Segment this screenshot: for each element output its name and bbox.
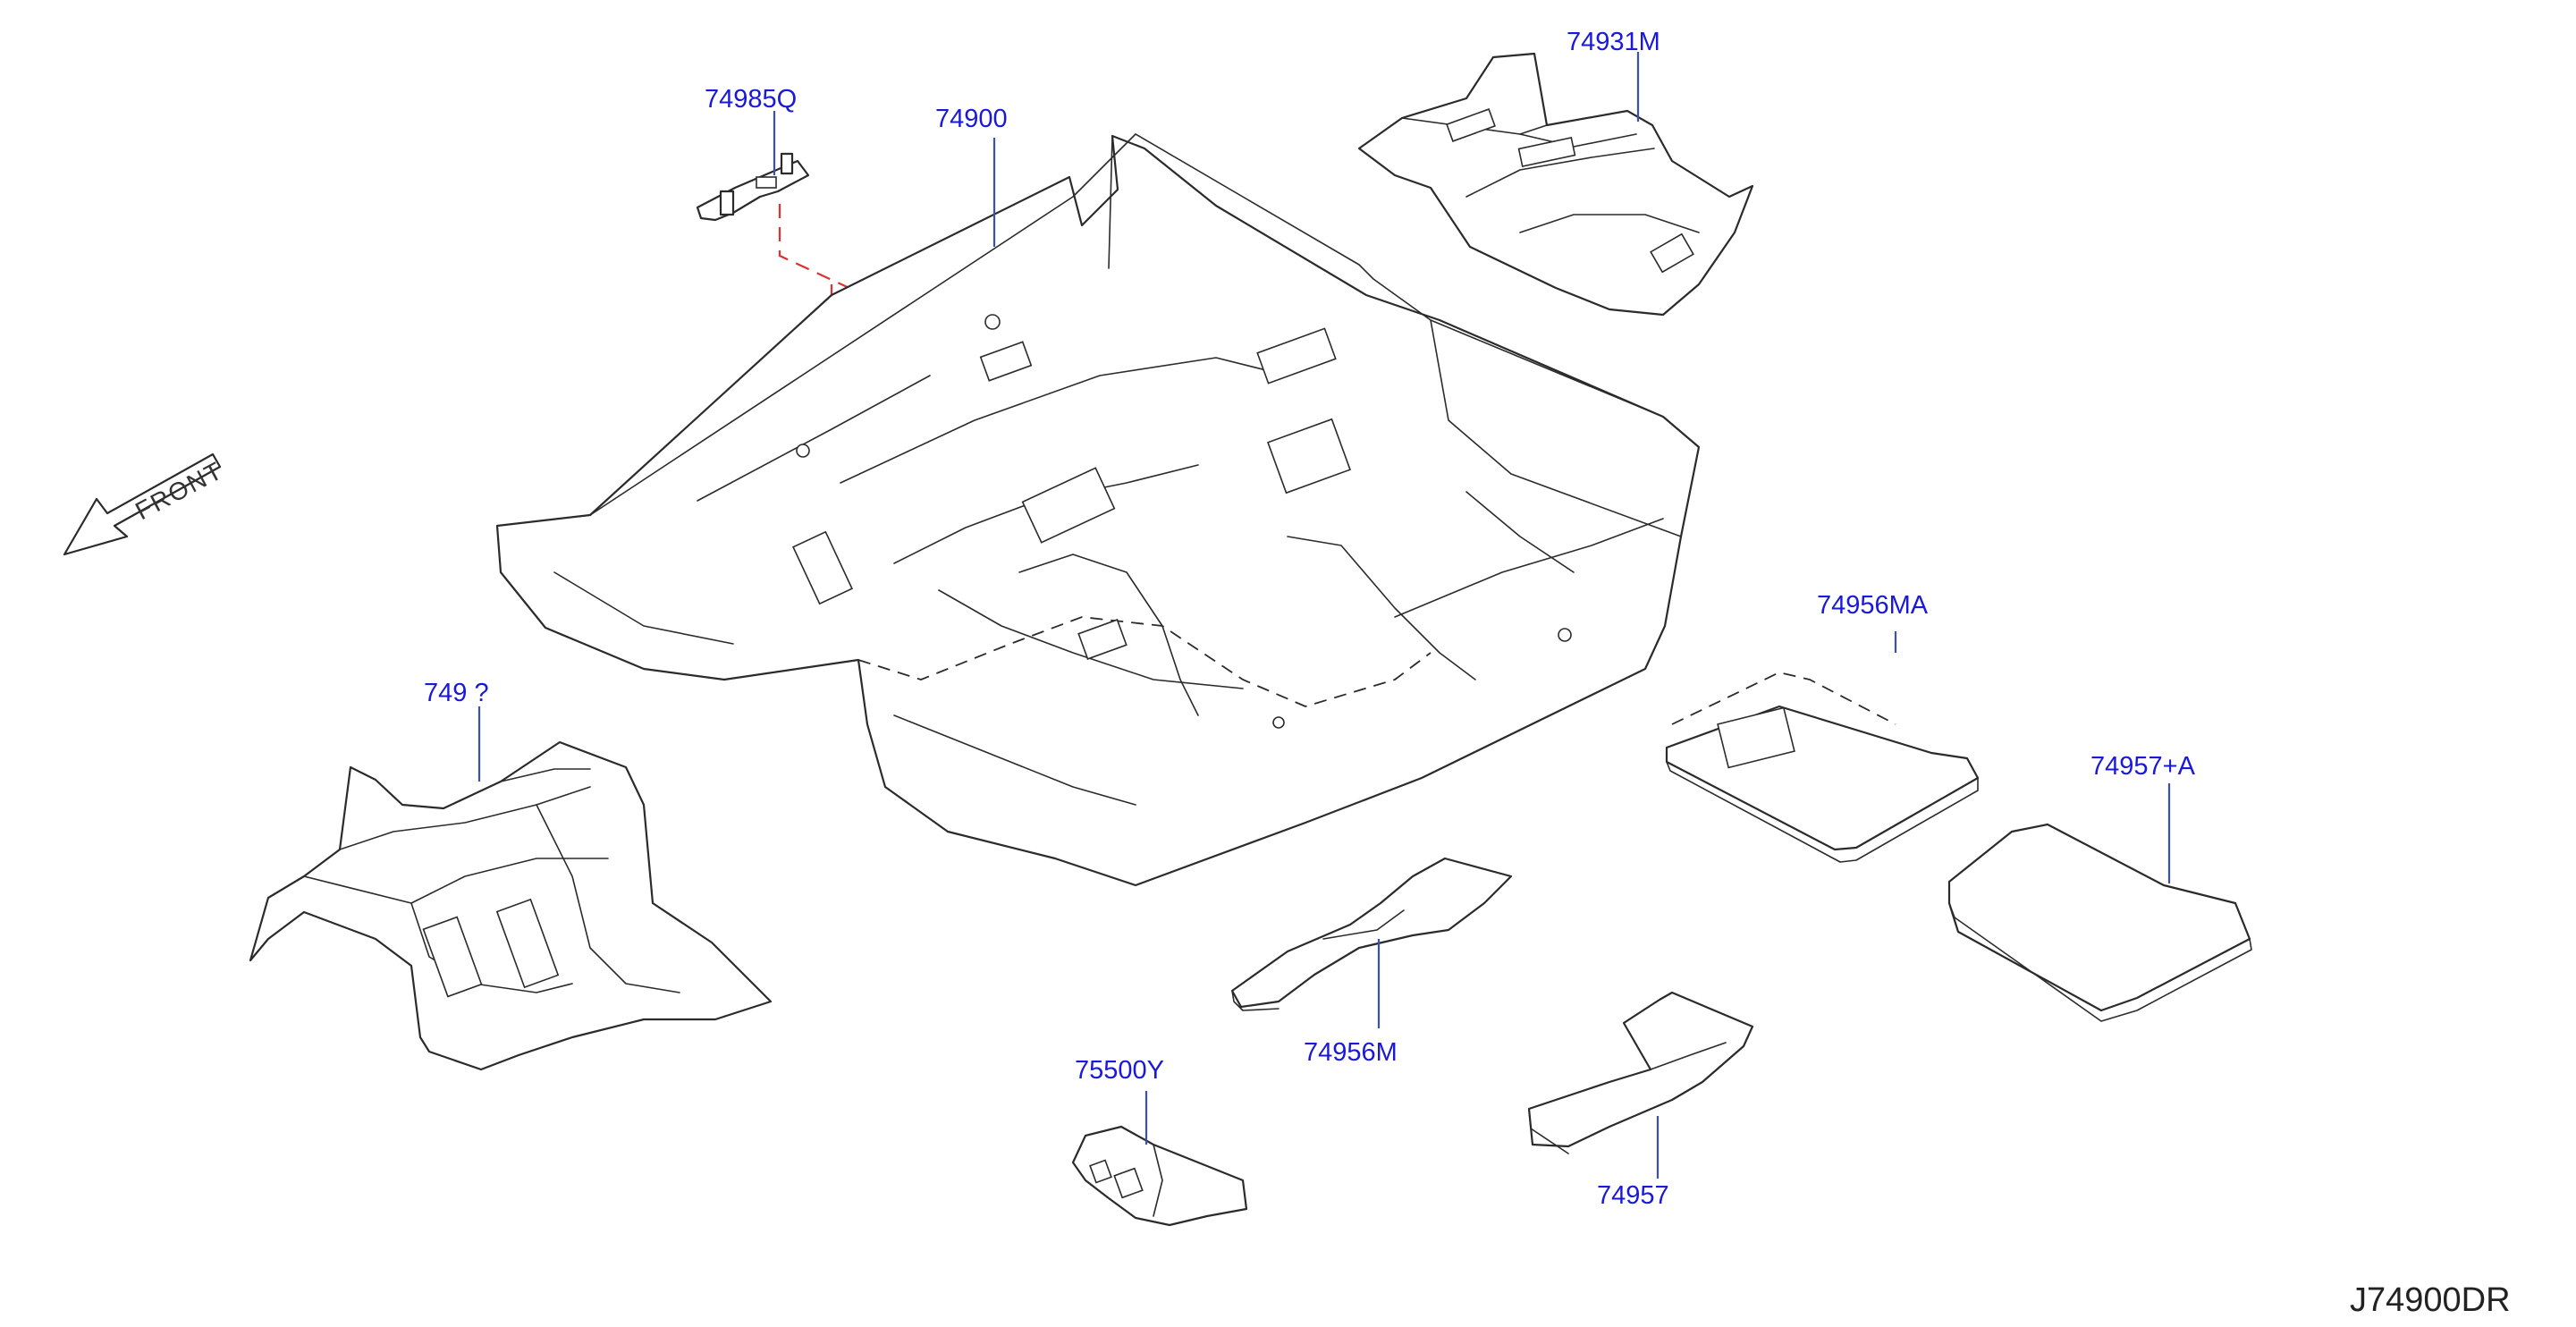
label-75500Y[interactable]: 75500Y <box>1075 1056 1164 1085</box>
label-74931M[interactable]: 74931M <box>1567 28 1660 56</box>
clip-part[interactable] <box>696 152 810 222</box>
part-labels: 74985Q 74900 74931M 749 ? 74956MA 74957+… <box>424 28 2196 1210</box>
floor-pad-ma-part[interactable] <box>1665 672 1980 863</box>
dash-insulator-part[interactable] <box>249 740 773 1071</box>
label-74956MA[interactable]: 74956MA <box>1817 591 1929 620</box>
leader-lines <box>477 52 2171 1179</box>
label-74957A[interactable]: 74957+A <box>2090 752 2196 781</box>
floor-strip-m-part[interactable] <box>1230 857 1513 1011</box>
diagram-id: J74900DR <box>2350 1281 2511 1319</box>
floor-strip-part[interactable] <box>1527 991 1754 1154</box>
bracket-part[interactable] <box>1071 1125 1248 1227</box>
rear-carpet-part[interactable] <box>1357 52 1754 317</box>
label-74957[interactable]: 74957 <box>1597 1181 1669 1210</box>
front-label: FRONT <box>131 456 228 525</box>
floor-pad-a-part[interactable] <box>1947 823 2252 1022</box>
label-749x2[interactable]: 749 ? <box>424 679 489 707</box>
label-74985Q[interactable]: 74985Q <box>705 85 797 114</box>
main-floor-carpet[interactable] <box>495 133 1701 887</box>
label-74900[interactable]: 74900 <box>935 105 1008 133</box>
front-direction-arrow: FRONT <box>63 452 228 556</box>
label-74956M[interactable]: 74956M <box>1304 1038 1398 1067</box>
